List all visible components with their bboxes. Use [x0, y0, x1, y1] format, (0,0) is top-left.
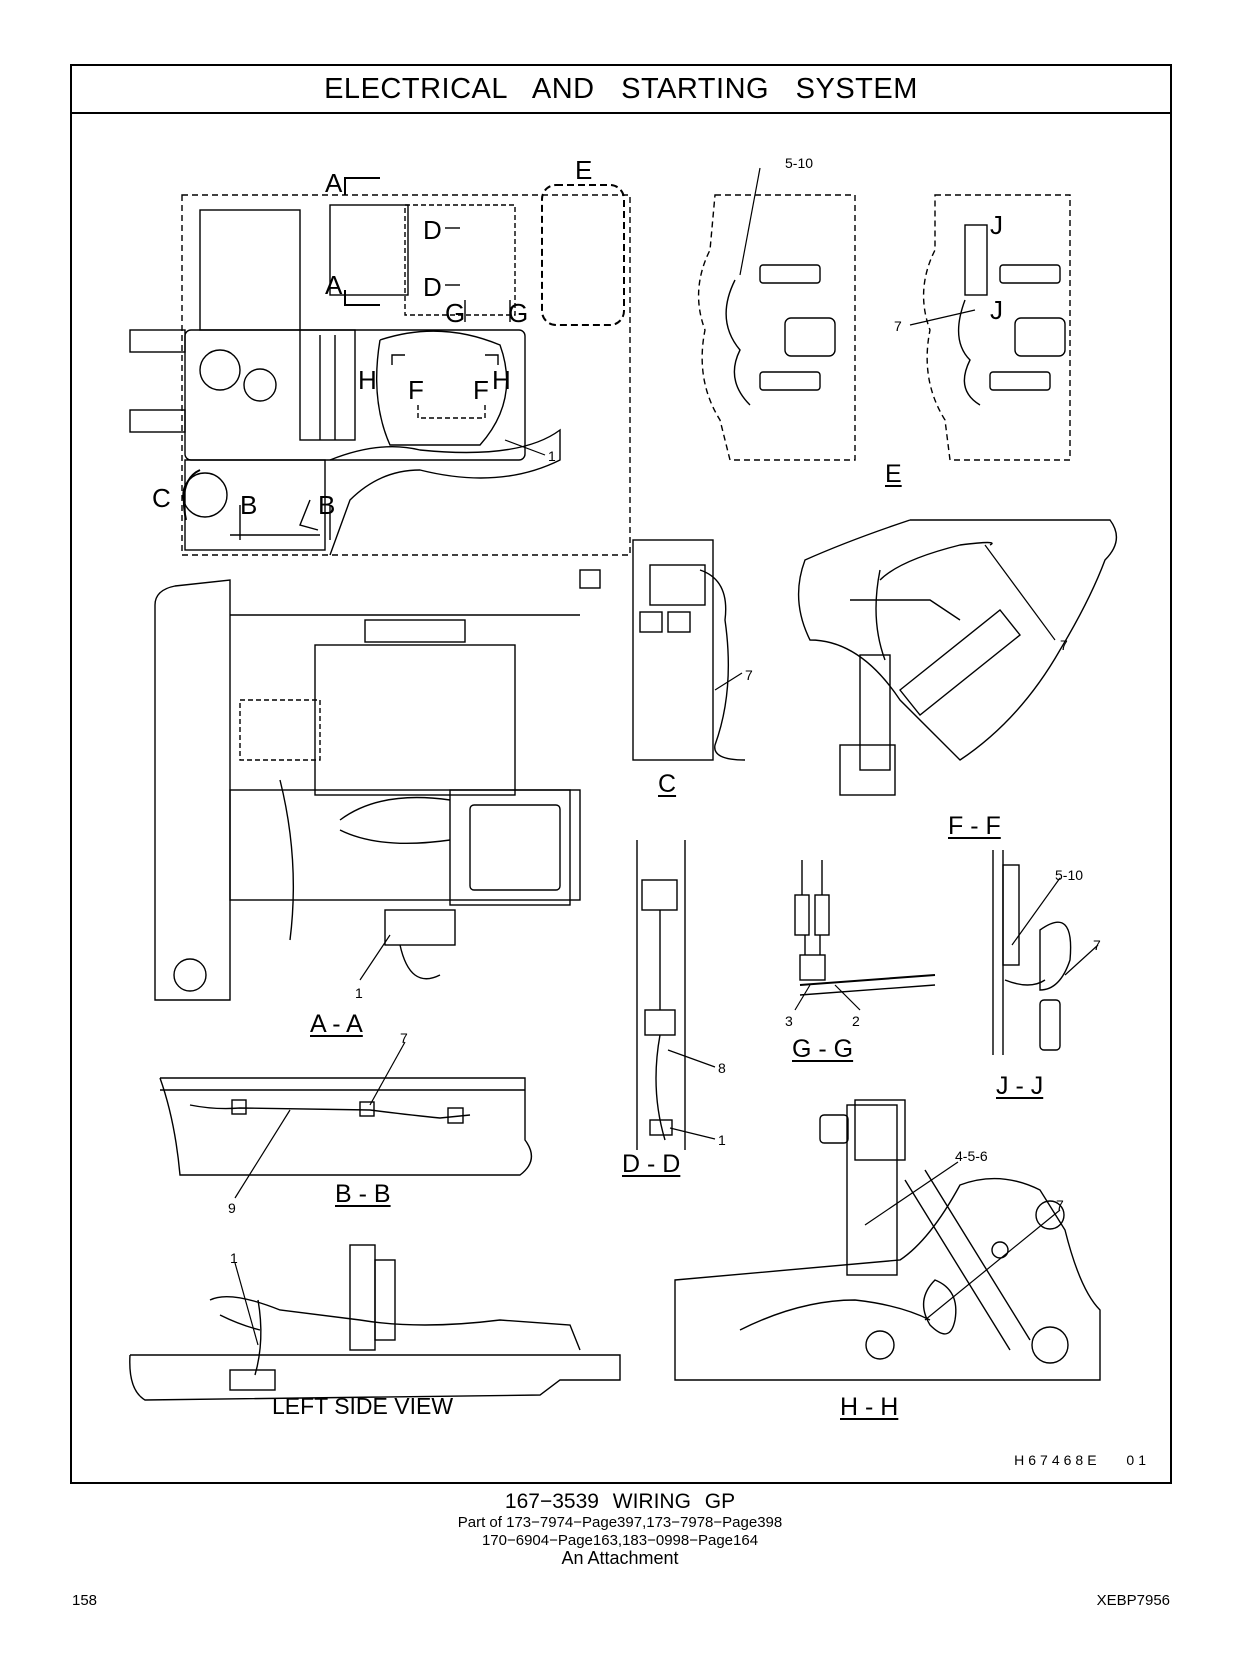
callout-e-5-10: 5-10 [785, 155, 814, 171]
callout-e-7: 7 [894, 318, 902, 334]
section-marker-a-top: A [325, 168, 343, 198]
callout-bb-7: 7 [400, 1030, 408, 1046]
view-aa-drawing [154, 579, 581, 1001]
section-marker-c: C [152, 483, 171, 513]
caption-part-title: 167−3539 WIRING GP [504, 1490, 736, 1513]
section-marker-f-right: F [473, 375, 489, 405]
section-marker-f-left: F [408, 375, 424, 405]
view-hh-drawing [674, 1099, 1101, 1381]
view-title-dd: D - D [622, 1150, 681, 1178]
view-jj-drawing [992, 850, 1072, 1055]
view-title-ff: F - F [948, 812, 1001, 840]
view-bb-drawing [159, 1077, 533, 1176]
view-c-drawing [579, 539, 746, 761]
view-ff-drawing [797, 519, 1118, 796]
callout-gg-3: 3 [785, 1013, 793, 1029]
drawing-id: H67468E 01 [1014, 1452, 1150, 1468]
section-marker-e: E [575, 155, 593, 185]
view-title-aa: A - A [310, 1010, 363, 1038]
caption-attachment: An Attachment [561, 1548, 679, 1568]
section-marker-h-left: H [358, 365, 377, 395]
callout-jj-5-10: 5-10 [1055, 867, 1084, 883]
section-marker-h-right: H [492, 365, 511, 395]
callout-jj-7: 7 [1093, 937, 1101, 953]
page-title: ELECTRICAL AND STARTING SYSTEM [72, 66, 1170, 114]
section-marker-j-bottom: J [990, 295, 1003, 325]
callout-hh-4-5-6: 4-5-6 [955, 1148, 988, 1164]
callout-main-1: 1 [548, 448, 556, 464]
callout-hh-7: 7 [1056, 1197, 1064, 1213]
view-gg-drawing [794, 860, 936, 996]
diagram-frame: ELECTRICAL AND STARTING SYSTEM H67468E 0… [70, 64, 1172, 1484]
page-number: 158 [72, 1592, 98, 1609]
callout-bb-9: 9 [228, 1200, 236, 1216]
callout-ff-7: 7 [1060, 637, 1068, 653]
callout-gg-2: 2 [852, 1013, 860, 1029]
view-title-jj: J - J [996, 1072, 1044, 1100]
view-e-drawing [697, 194, 1071, 461]
leader-lines [234, 167, 1099, 1346]
section-marker-b-left: B [240, 490, 258, 520]
callout-c-7: 7 [745, 667, 753, 683]
left-side-view-drawing [129, 1244, 621, 1401]
callout-aa-1: 1 [355, 985, 363, 1001]
top-view-drawing [129, 177, 631, 556]
view-title-hh: H - H [840, 1393, 899, 1421]
view-title-e: E [885, 460, 902, 488]
view-title-left-side: LEFT SIDE VIEW [272, 1393, 454, 1419]
view-title-bb: B - B [335, 1180, 391, 1208]
section-marker-j-top: J [990, 210, 1003, 240]
view-title-gg: G - G [792, 1035, 854, 1063]
section-marker-d-top: D [423, 215, 442, 245]
caption-reference-1: Part of 173−7974−Page397,173−7978−Page39… [457, 1514, 783, 1531]
section-marker-d-bottom: D [423, 272, 442, 302]
view-title-c: C [658, 770, 677, 798]
section-marker-b-right: B [318, 490, 336, 520]
callout-ls-1: 1 [230, 1250, 238, 1266]
section-marker-g-right: G [508, 298, 529, 328]
callout-dd-8: 8 [718, 1060, 726, 1076]
caption-reference-2: 170−6904−Page163,183−0998−Page164 [481, 1532, 759, 1549]
callout-dd-1: 1 [718, 1132, 726, 1148]
section-marker-g-left: G [445, 298, 466, 328]
section-marker-a-bottom: A [325, 270, 343, 300]
view-dd-drawing [636, 840, 686, 1150]
document-number: XEBP7956 [1096, 1592, 1170, 1609]
